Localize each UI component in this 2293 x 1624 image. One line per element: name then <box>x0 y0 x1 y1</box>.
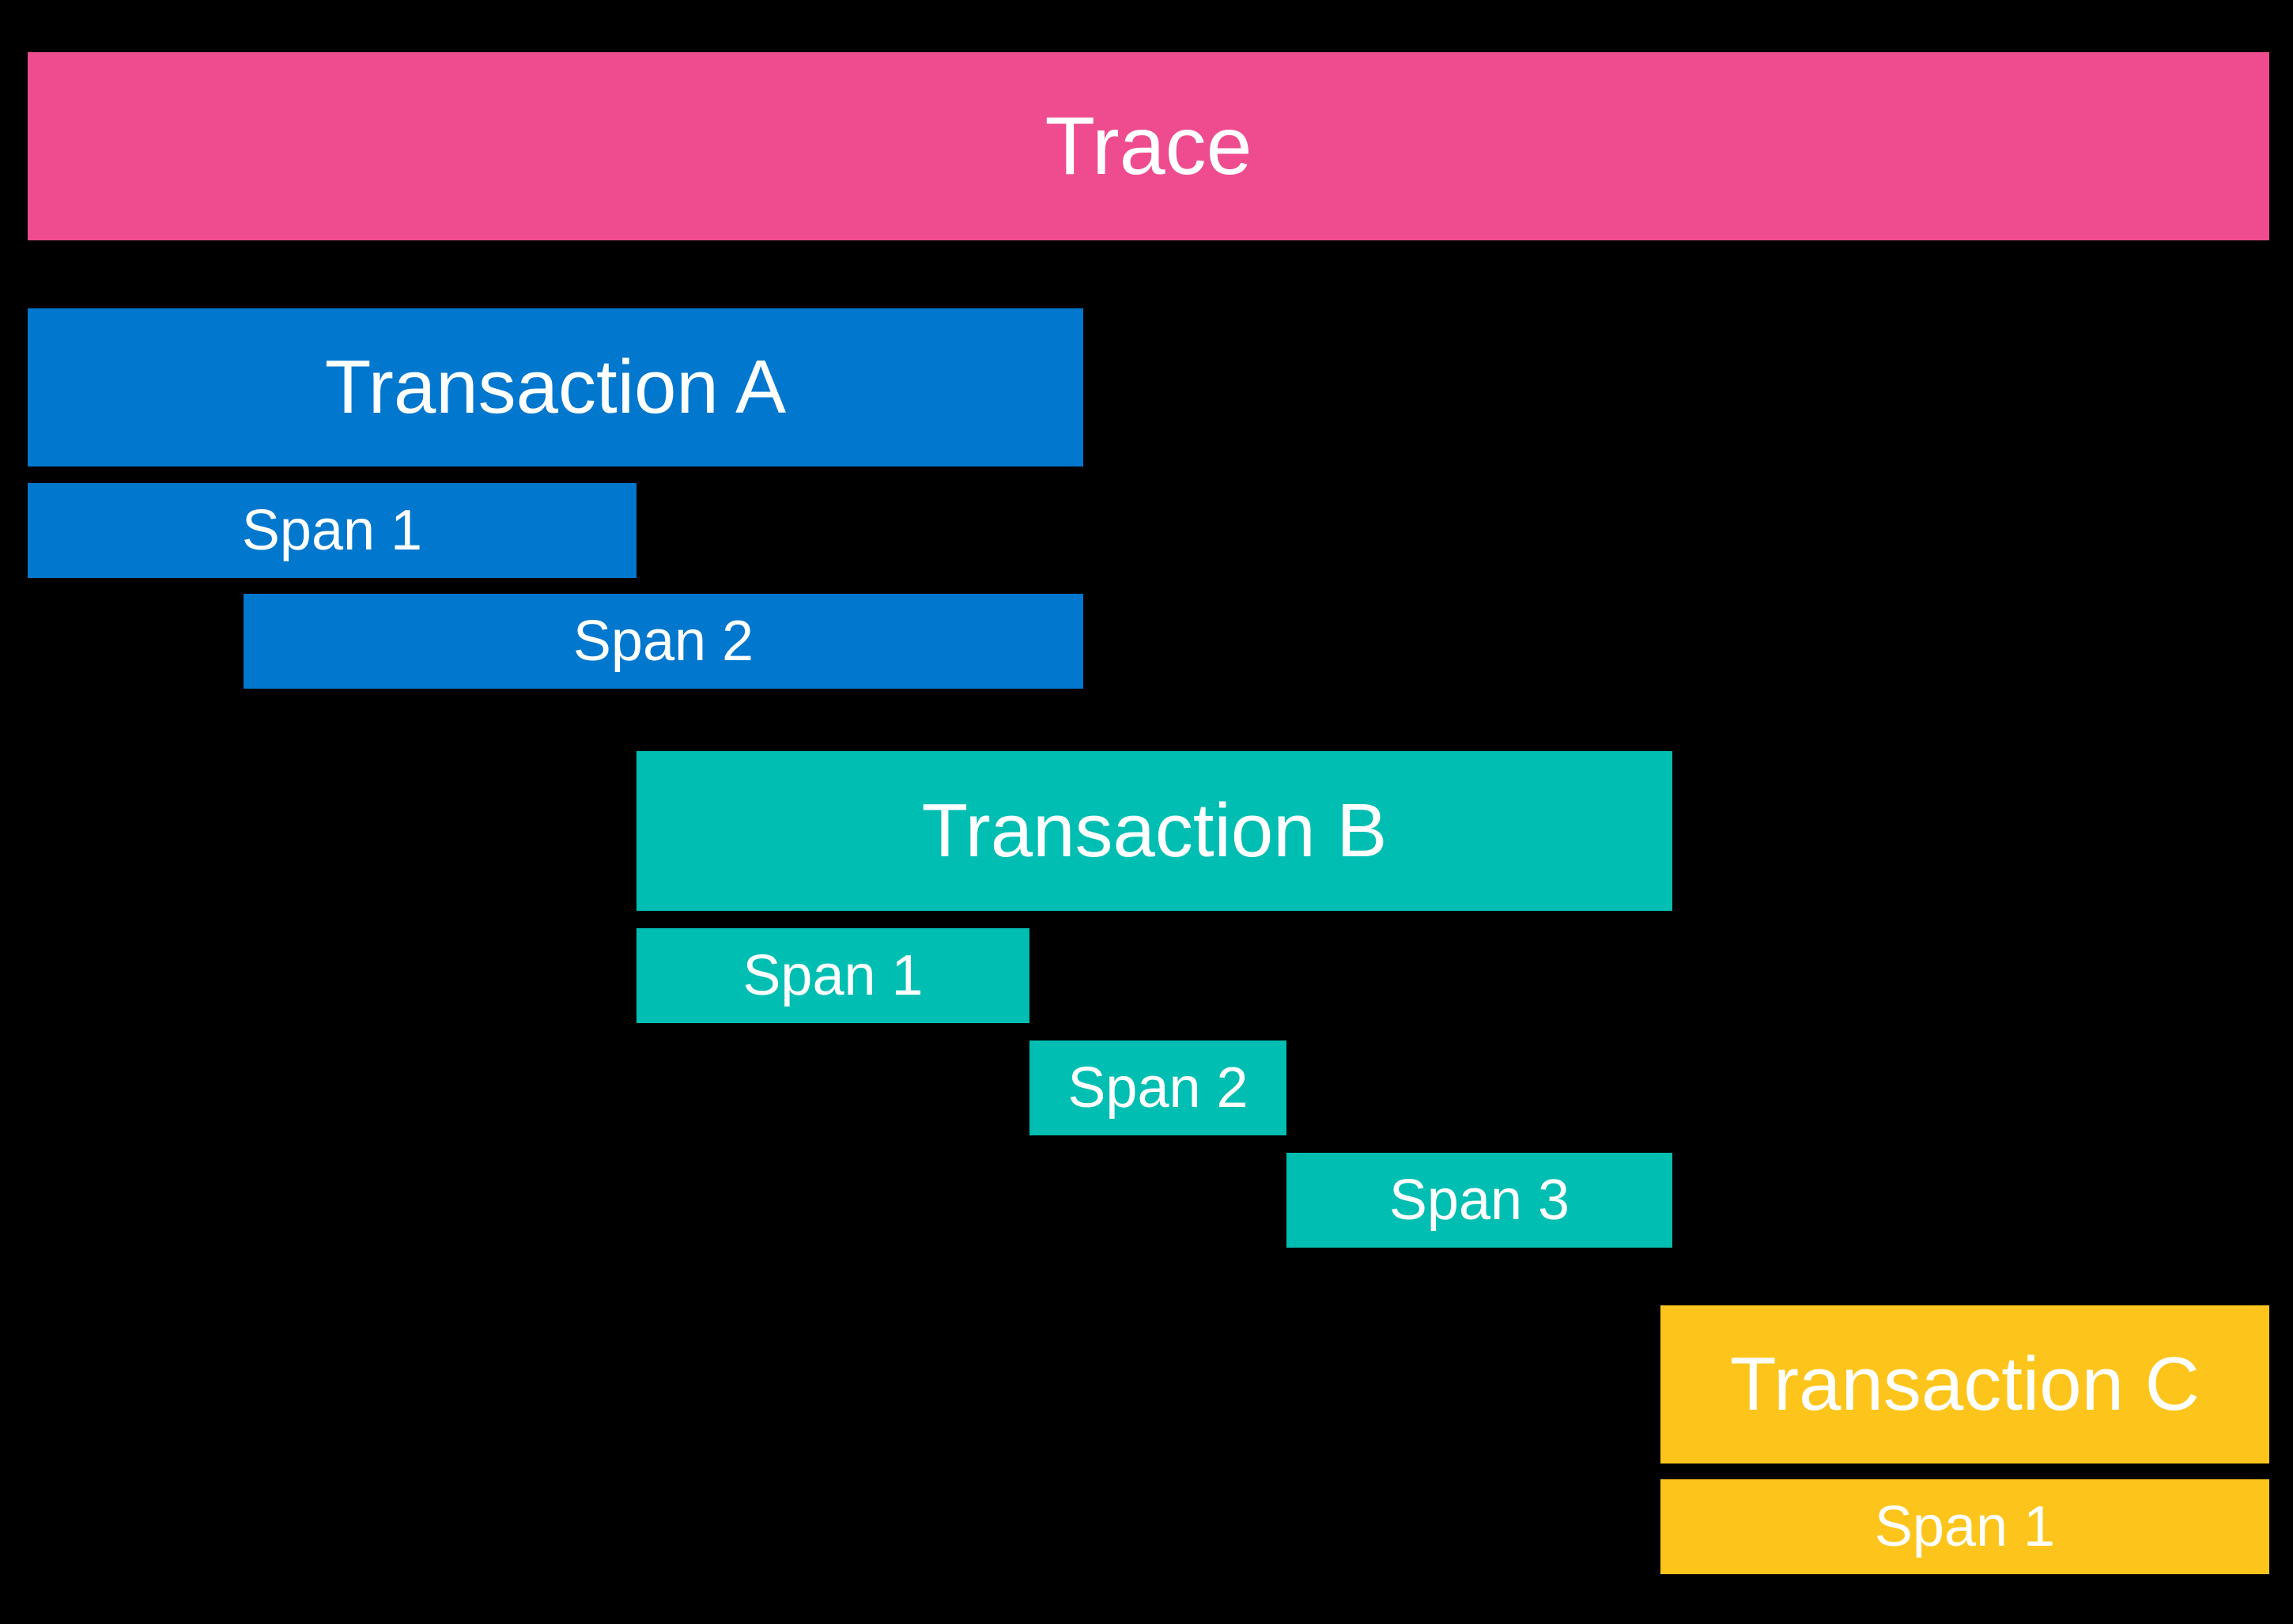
trace-label: Trace <box>1045 100 1252 192</box>
transaction-a-span-1-label: Span 1 <box>241 499 423 562</box>
transaction-c-span-1-label: Span 1 <box>1874 1495 2056 1558</box>
transaction-c-bar: Transaction C <box>1660 1305 2269 1463</box>
transaction-b-bar: Transaction B <box>637 751 1672 911</box>
transaction-b-span-2-label: Span 2 <box>1067 1056 1248 1120</box>
transaction-c-label: Transaction C <box>1730 1342 2200 1426</box>
transaction-b-span-1-bar: Span 1 <box>637 928 1029 1023</box>
trace-bar: Trace <box>28 52 2269 240</box>
transaction-b-span-1-label: Span 1 <box>742 944 924 1007</box>
transaction-a-span-1-bar: Span 1 <box>28 483 637 578</box>
transaction-a-span-2-bar: Span 2 <box>244 594 1083 689</box>
transaction-c-span-1-bar: Span 1 <box>1660 1479 2269 1574</box>
transaction-b-span-3-label: Span 3 <box>1388 1169 1570 1232</box>
transaction-b-span-3-bar: Span 3 <box>1286 1153 1672 1248</box>
transaction-b-label: Transaction B <box>921 788 1388 873</box>
transaction-b-span-2-bar: Span 2 <box>1029 1040 1286 1135</box>
transaction-a-bar: Transaction A <box>28 308 1083 466</box>
transaction-a-span-2-label: Span 2 <box>572 610 754 673</box>
transaction-a-label: Transaction A <box>324 345 787 429</box>
